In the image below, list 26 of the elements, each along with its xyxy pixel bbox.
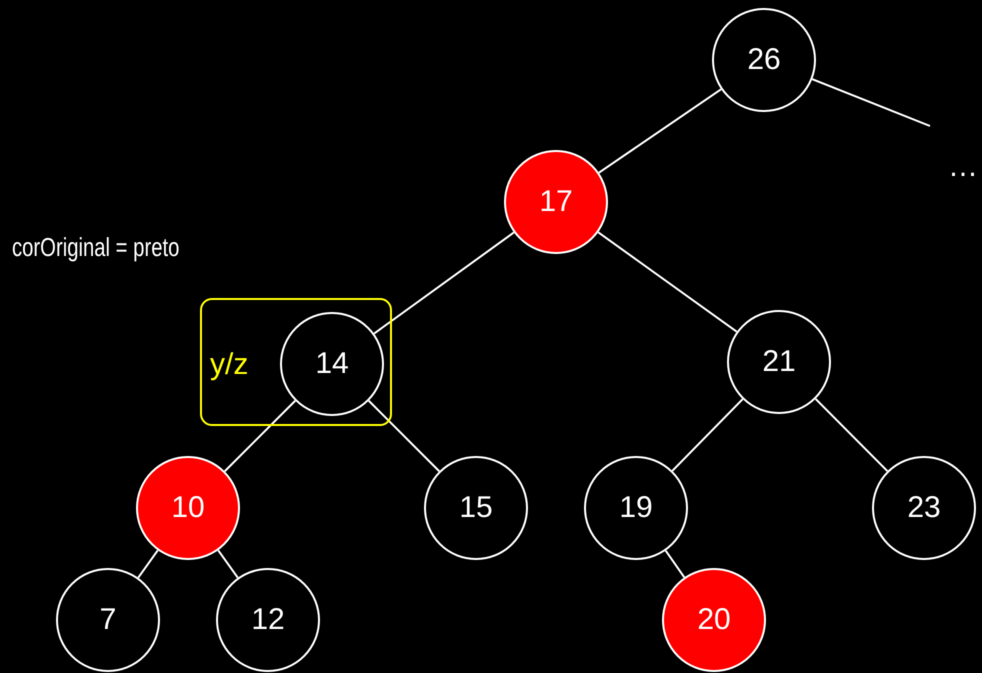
tree-node-circle: 15 — [424, 456, 528, 560]
tree-node-circle: 21 — [727, 310, 831, 414]
tree-node-circle: 12 — [216, 568, 320, 672]
tree-edge — [672, 398, 744, 472]
tree-node-circle: 23 — [872, 456, 976, 560]
tree-node-circle: 10 — [136, 456, 240, 560]
tree-edge — [812, 78, 930, 127]
tree-edge — [368, 400, 440, 472]
highlight-frame — [200, 298, 392, 426]
tree-edge — [598, 232, 738, 332]
tree-node-circle: 17 — [504, 150, 608, 254]
tree-node-circle: 14 — [280, 312, 384, 416]
tree-node-circle: 20 — [662, 568, 766, 672]
annotation-text: corOriginal = preto — [12, 232, 180, 263]
tree-edge — [217, 550, 239, 578]
tree-edge — [814, 398, 888, 472]
tree-edge — [374, 232, 514, 334]
tree-node-circle: 26 — [712, 8, 816, 112]
ellipsis-text: … — [948, 150, 978, 184]
tree-node-circle: 19 — [584, 456, 688, 560]
tree-edge — [664, 550, 686, 578]
node-label: y/z — [210, 348, 248, 382]
tree-edge — [224, 400, 296, 472]
tree-edge — [137, 550, 159, 578]
tree-node-circle: 7 — [56, 568, 160, 672]
tree-edge — [598, 88, 722, 174]
